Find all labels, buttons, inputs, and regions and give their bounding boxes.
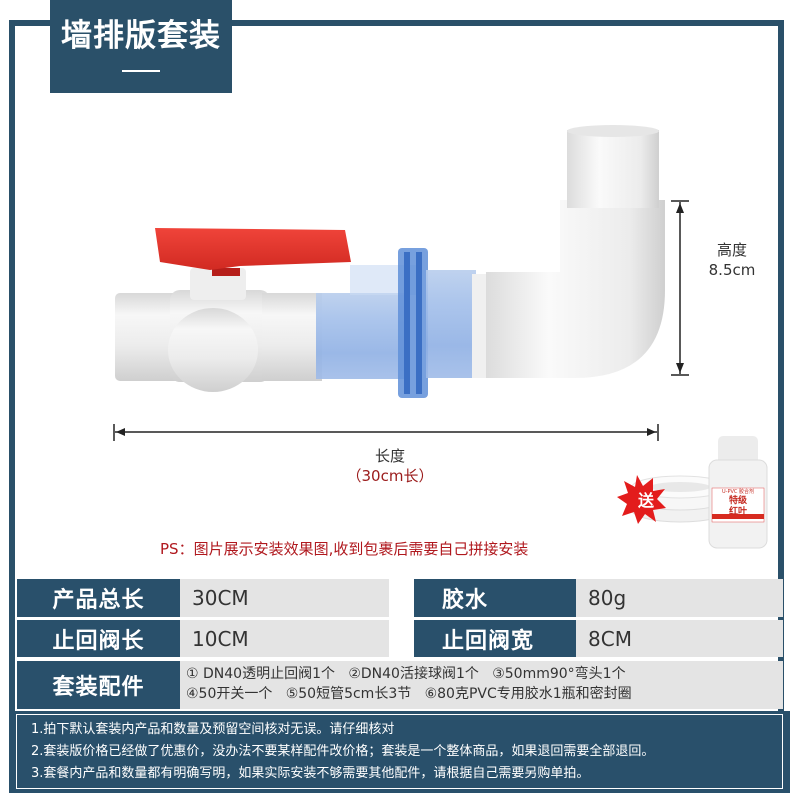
height-value: 8.5cm — [708, 261, 756, 279]
note-item: 1.拍下默认套装内产品和数量及预留空间核对无误。请仔细核对 — [31, 722, 395, 737]
pipe-assembly-illustration — [113, 125, 768, 549]
notes-box: 1.拍下默认套装内产品和数量及预留空间核对无误。请仔细核对 2.套装版价格已经做… — [16, 714, 783, 789]
accessories-list: ① DN40透明止回阀1个 ②DN40活接球阀1个 ③50mm90°弯头1个 ④… — [180, 661, 783, 709]
length-label: 长度 — [374, 447, 405, 465]
purchase-notes: 1.拍下默认套装内产品和数量及预留空间核对无误。请仔细核对 2.套装版价格已经做… — [9, 711, 790, 793]
bottle-label-1: U-PVC 胶合剂 — [722, 489, 754, 495]
title-underline — [122, 70, 160, 72]
height-label: 高度 — [716, 241, 747, 259]
length-dimension: 长度 （30cm长） — [310, 446, 470, 486]
title-banner: 墙排版套装 — [50, 0, 232, 93]
spec-value: 80g — [576, 579, 783, 617]
bottle-label-2: 特级 — [728, 496, 747, 506]
gift-badge: 送 — [637, 491, 654, 510]
note-item: 2.套装版价格已经做了优惠价，没办法不要某样配件改价格；套装是一个整体商品，如果… — [31, 744, 655, 759]
accessories-line: ① DN40透明止回阀1个 ②DN40活接球阀1个 ③50mm90°弯头1个 — [186, 666, 626, 682]
spec-label: 产品总长 — [17, 579, 180, 617]
accessories-line: ④50开关一个 ⑤50短管5cm长3节 ⑥80克PVC专用胶水1瓶和密封圈 — [186, 686, 632, 702]
page-frame — [9, 20, 784, 792]
spec-label: 胶水 — [414, 579, 576, 617]
glue-bottle-label: U-PVC 胶合剂 特级 红叶 — [712, 489, 764, 518]
installation-notice: PS：图片展示安装效果图,收到包裹后需要自己拼接安装 — [160, 540, 529, 558]
bottle-label-3: 红叶 — [728, 507, 747, 517]
note-item: 3.套餐内产品和数量都有明确写明，如果实际安装不够需要其他配件，请根据自己需要另… — [31, 766, 590, 781]
spec-label: 止回阀长 — [17, 620, 180, 657]
product-image: 高度 8.5cm 长度 （30cm长） 送 U-PVC 胶合剂 特级 红叶 — [113, 125, 772, 549]
spec-value: 30CM — [180, 579, 389, 617]
page-title: 墙排版套装 — [61, 18, 221, 54]
spec-value: 8CM — [576, 620, 783, 657]
length-value: （30cm长） — [346, 467, 434, 485]
spec-value: 10CM — [180, 620, 389, 657]
height-dimension: 高度 8.5cm — [692, 240, 772, 280]
spec-label: 止回阀宽 — [414, 620, 576, 657]
accessories-label: 套装配件 — [17, 661, 180, 709]
